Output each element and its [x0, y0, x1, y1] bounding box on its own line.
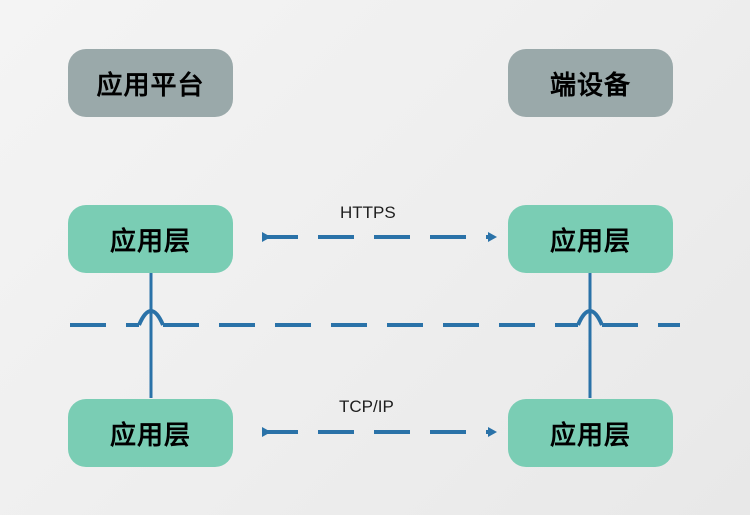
node-platform-header[interactable]: 应用平台 [68, 49, 233, 117]
node-device-header[interactable]: 端设备 [508, 49, 673, 117]
node-platform-layer-2[interactable]: 应用层 [68, 399, 233, 467]
edge-label-tcpip: TCP/IP [339, 397, 394, 416]
node-label: 应用层 [549, 225, 631, 256]
node-label: 应用层 [109, 419, 191, 450]
network-boundary-line [70, 308, 680, 327]
node-device-layer-1[interactable]: 应用层 [508, 205, 673, 273]
node-platform-layer-1[interactable]: 应用层 [68, 205, 233, 273]
boundary-hop-left [137, 308, 165, 326]
node-label: 端设备 [549, 69, 631, 100]
node-label: 应用层 [549, 419, 631, 450]
node-device-layer-2[interactable]: 应用层 [508, 399, 673, 467]
node-label: 应用平台 [96, 69, 205, 100]
edge-label-https: HTTPS [340, 203, 396, 222]
node-label: 应用层 [109, 225, 191, 256]
boundary-hop-right [576, 308, 604, 326]
